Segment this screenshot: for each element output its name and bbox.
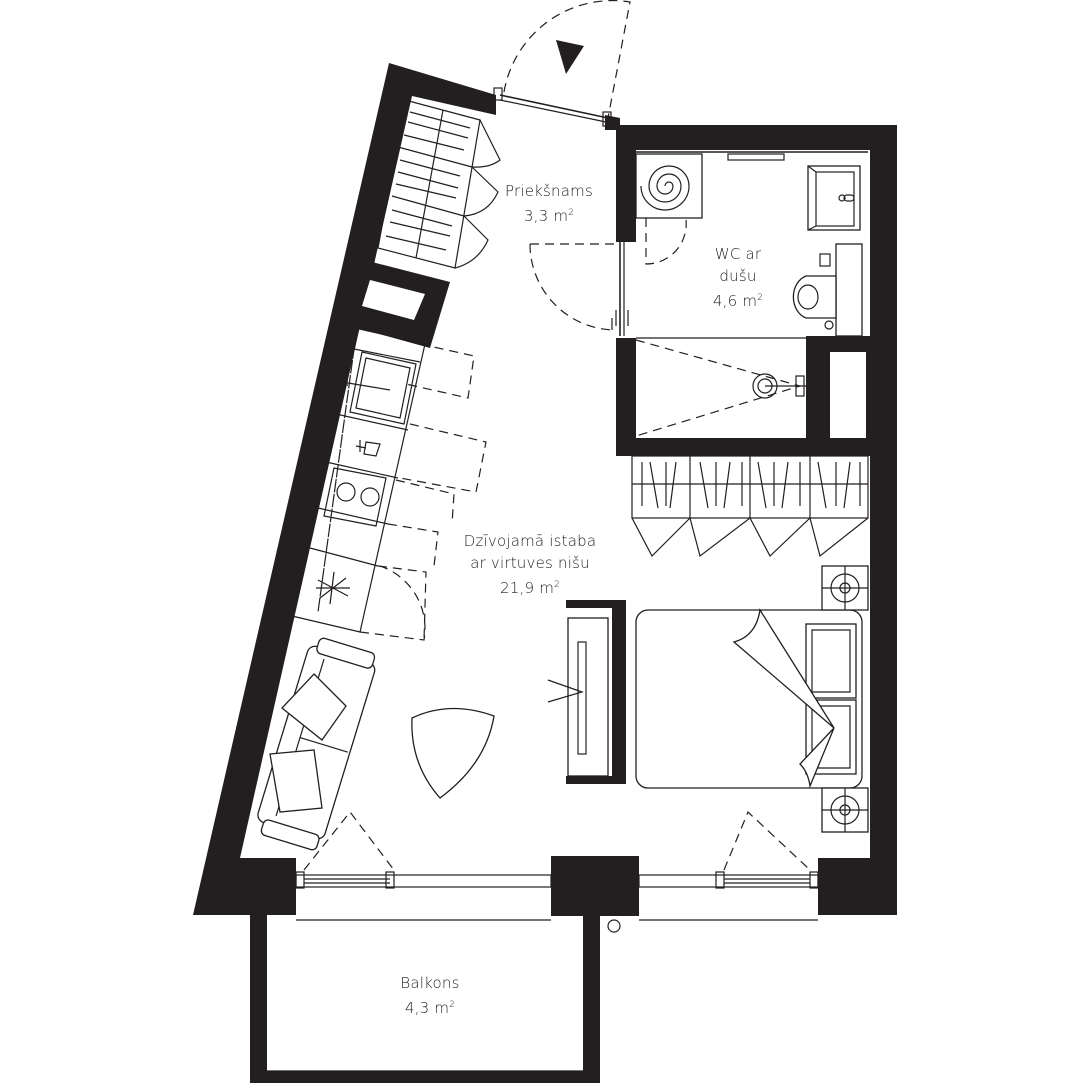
entrance-door[interactable] bbox=[493, 0, 631, 127]
room-name-line1: WC ar bbox=[714, 245, 762, 263]
kitchen-hob-icon bbox=[323, 467, 387, 527]
balcony-wall-right bbox=[583, 915, 600, 1075]
svg-text:d: d bbox=[344, 380, 348, 388]
room-name: Balkons bbox=[400, 974, 460, 992]
entrance-arrow-icon bbox=[556, 40, 584, 74]
kitchen-niche: d bbox=[291, 319, 487, 641]
dishwasher-icon bbox=[355, 440, 381, 457]
room-label-living: Dzīvojamā istaba ar virtuves nišu 21,9 m… bbox=[440, 530, 620, 599]
balcony-wall-bottom bbox=[250, 1071, 600, 1083]
washing-machine-icon bbox=[635, 153, 703, 265]
nightstand-icon bbox=[821, 565, 869, 611]
tv-unit-icon[interactable] bbox=[547, 600, 626, 784]
kitchen-cabinet-swings bbox=[359, 343, 487, 641]
bathroom bbox=[611, 151, 868, 437]
sofa-icon[interactable] bbox=[252, 635, 379, 852]
drain-icon bbox=[607, 919, 621, 933]
room-area: 4,6 m2 bbox=[712, 292, 764, 310]
wall-bath-upper bbox=[616, 130, 636, 242]
hallway-wardrobe[interactable] bbox=[377, 99, 501, 269]
shower-icon bbox=[635, 337, 806, 437]
balcony-door-left[interactable] bbox=[295, 811, 552, 889]
room-name: Priekšnams bbox=[505, 182, 593, 200]
room-label-balcony: Balkons 4,3 m2 bbox=[372, 972, 488, 1019]
room-name-line2: dušu bbox=[719, 267, 757, 285]
fridge-icon bbox=[316, 571, 350, 605]
kitchen-sink-icon: d bbox=[344, 351, 417, 425]
wall-pillar-center bbox=[551, 856, 639, 916]
balcony-door-right[interactable] bbox=[638, 810, 819, 889]
balcony-wall-left bbox=[250, 915, 267, 1075]
coffee-table-icon[interactable] bbox=[411, 707, 495, 799]
bathroom-sink-icon bbox=[807, 165, 861, 231]
room-name-line1: Dzīvojamā istaba bbox=[463, 532, 597, 550]
toilet-icon bbox=[792, 243, 863, 337]
double-bed-icon[interactable] bbox=[635, 608, 863, 789]
room-label-hallway: Priekšnams 3,3 m2 bbox=[494, 180, 604, 227]
room-label-bathroom: WC ar dušu 4,6 m2 bbox=[686, 243, 790, 312]
room-name-line2: ar virtuves nišu bbox=[470, 554, 590, 572]
room-area: 21,9 m2 bbox=[500, 579, 560, 597]
room-area: 4,3 m2 bbox=[404, 999, 456, 1017]
nightstand-icon bbox=[821, 787, 869, 833]
bedroom-wardrobe[interactable] bbox=[631, 455, 869, 558]
wall-bath-lower bbox=[616, 338, 636, 450]
hall-door-swing bbox=[529, 243, 615, 331]
room-area: 3,3 m2 bbox=[523, 207, 575, 225]
wall-left bbox=[193, 63, 496, 915]
